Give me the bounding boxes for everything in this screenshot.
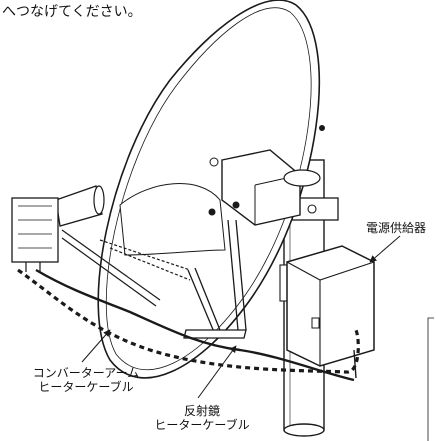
converter-arm-cable-label-line1: コンバーターアーム <box>32 366 140 380</box>
reflector-cable-label-line1: 反射鏡 <box>183 404 220 418</box>
power-supply-leader <box>369 235 401 263</box>
support-struts <box>183 219 247 339</box>
converter-arm <box>61 229 191 307</box>
converter-arm-cable-label-line2: ヒーターケーブル <box>38 380 134 394</box>
instruction-caption: へつなげてください。 <box>2 4 142 20</box>
converter-arm-cable-label: コンバーターアーム ヒーターケーブル <box>16 366 156 394</box>
reflector-cable-leader <box>197 345 237 399</box>
reflector-heater-cable <box>35 268 355 382</box>
power-supply-label: 電源供給器 <box>366 221 427 235</box>
reflector-cable-label: 反射鏡 ヒーターケーブル <box>132 404 272 432</box>
frame-edge <box>427 317 434 441</box>
feed-horn <box>11 185 105 272</box>
power-supply-box <box>286 245 375 379</box>
rear-mount <box>208 149 321 226</box>
reflector-cable-label-line2: ヒーターケーブル <box>154 418 250 432</box>
converter-arm-cable-leader <box>81 329 111 363</box>
dish-reflector <box>97 0 325 379</box>
